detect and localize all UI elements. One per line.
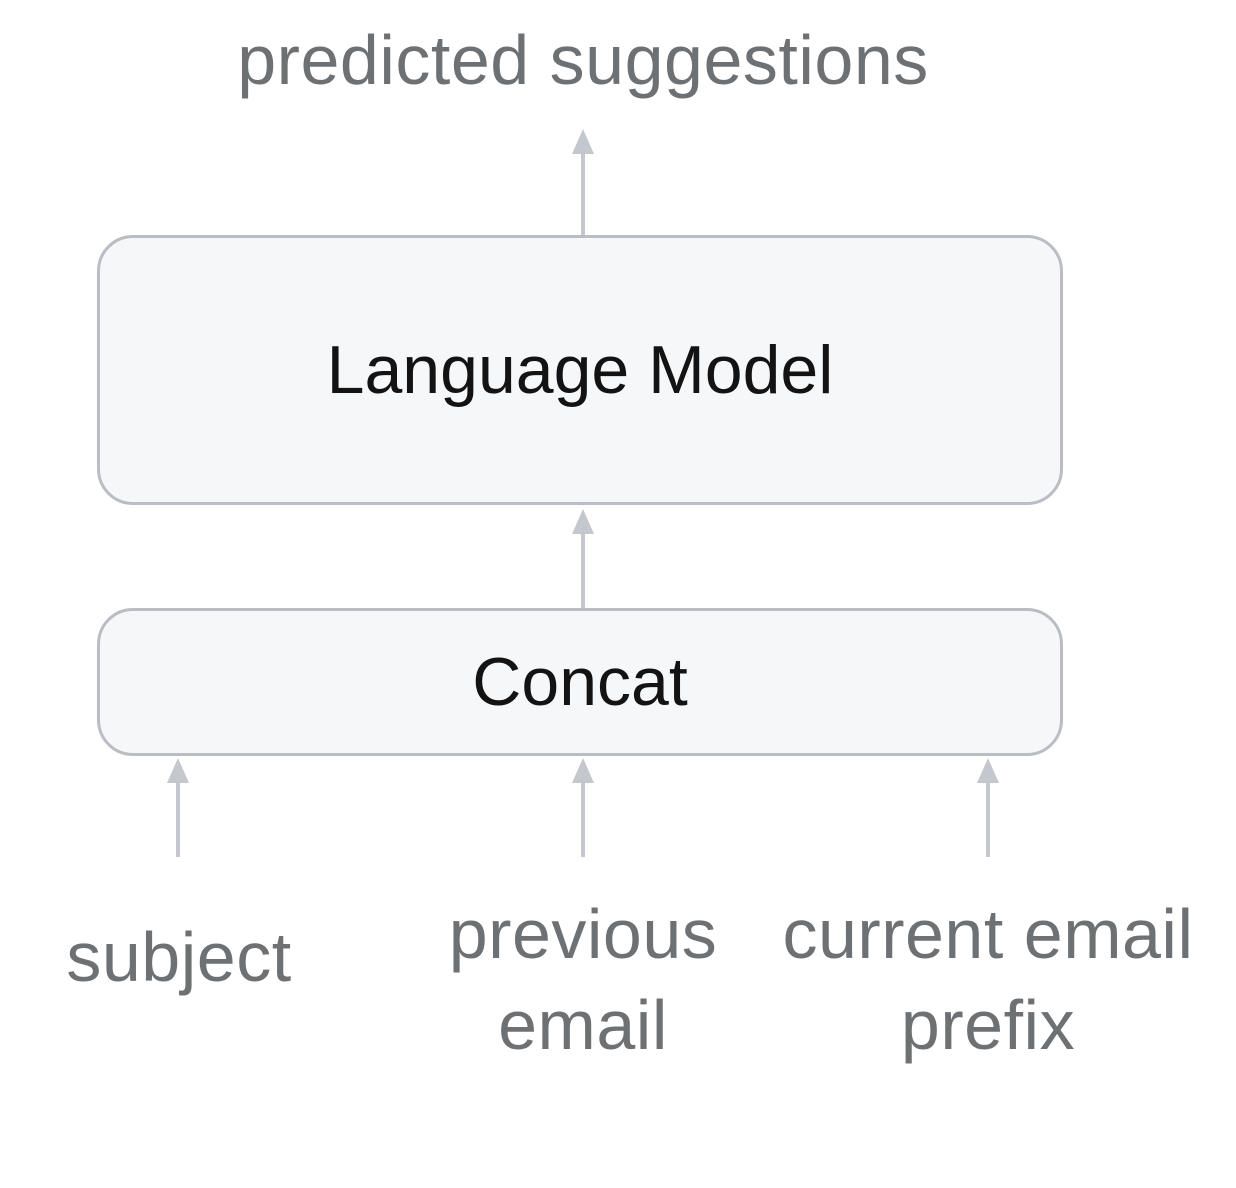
arrowhead-icon xyxy=(167,758,189,783)
arrow-shaft xyxy=(581,776,585,857)
arrowhead-icon xyxy=(572,509,594,534)
input-label-line: previous xyxy=(448,895,718,973)
input-label-line: email xyxy=(498,986,668,1064)
output-label: predicted suggestions xyxy=(237,21,929,99)
input-label-line: subject xyxy=(66,918,292,996)
input-label-previous-email: previous email xyxy=(383,889,783,1071)
arrow-shaft xyxy=(581,147,585,235)
input-label-line: prefix xyxy=(900,986,1076,1064)
arrow-shaft xyxy=(176,776,180,857)
arrowhead-icon xyxy=(977,758,999,783)
arrow-up-icon xyxy=(571,129,595,235)
arrow-up-icon xyxy=(571,509,595,608)
arrow-up-icon xyxy=(571,758,595,857)
language-model-label: Language Model xyxy=(326,332,834,408)
arrowhead-icon xyxy=(572,129,594,154)
input-label-current-email-prefix: current email prefix xyxy=(738,889,1236,1071)
concat-label: Concat xyxy=(472,644,688,720)
concat-box: Concat xyxy=(97,608,1063,756)
arrow-shaft xyxy=(581,527,585,608)
arrow-shaft xyxy=(986,776,990,857)
input-label-line: current email xyxy=(782,895,1194,973)
arrow-up-icon xyxy=(976,758,1000,857)
arrow-up-icon xyxy=(166,758,190,857)
arrowhead-icon xyxy=(572,758,594,783)
language-model-box: Language Model xyxy=(97,235,1063,505)
input-label-subject: subject xyxy=(0,912,379,1003)
